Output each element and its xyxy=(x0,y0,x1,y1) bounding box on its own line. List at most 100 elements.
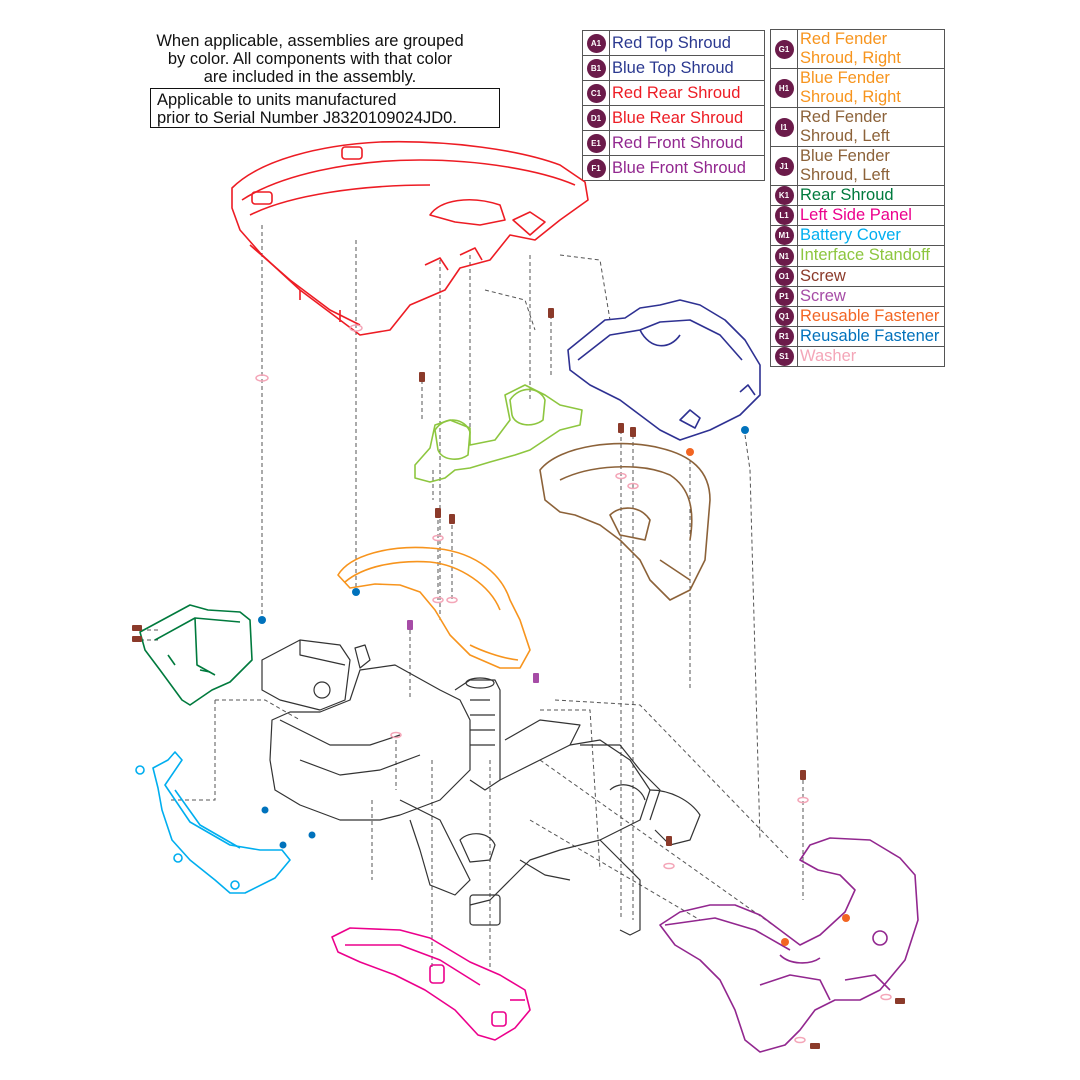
interface-standoff xyxy=(414,384,583,483)
rear-shroud xyxy=(139,604,253,706)
front-shroud xyxy=(659,837,919,1053)
reusable-fastener-q1 xyxy=(686,448,850,946)
legend-badge-cell: O1 xyxy=(770,265,798,287)
legend-badge-cell: S1 xyxy=(770,346,798,368)
legend-badge-cell: R1 xyxy=(770,325,798,348)
assembly-guide-lines xyxy=(140,225,804,970)
legend-label-cell: Red Top Shroud xyxy=(609,30,765,56)
serial-number-note: Applicable to units manufactured prior t… xyxy=(150,88,500,128)
legend-label: Shroud, Right xyxy=(800,88,901,106)
legend-label: Blue Front Shroud xyxy=(612,158,746,177)
assembly-note: When applicable, assemblies are grouped … xyxy=(130,32,490,86)
red-top-shroud xyxy=(231,140,589,336)
fender-shroud-right xyxy=(337,546,531,669)
legend-label-cell: Blue Top Shroud xyxy=(609,55,765,81)
legend-label-cell: Left Side Panel xyxy=(797,205,945,227)
legend-row: Q1 Reusable Fastener xyxy=(770,305,945,327)
legend-badge: J1 xyxy=(774,156,794,176)
serial-line: Applicable to units manufactured xyxy=(157,91,397,109)
legend-badge: L1 xyxy=(774,206,794,226)
legend-row: S1 Washer xyxy=(770,346,945,368)
screw-o1 xyxy=(132,308,905,1049)
legend-label: Blue Rear Shroud xyxy=(612,108,744,127)
note-line: When applicable, assemblies are grouped xyxy=(156,32,464,50)
legend-badge-cell: Q1 xyxy=(770,305,798,327)
legend-label: Screw xyxy=(800,286,846,305)
legend-badge: C1 xyxy=(586,83,606,103)
legend-label-cell: Reusable Fastener xyxy=(797,305,945,327)
note-line: are included in the assembly. xyxy=(203,68,417,86)
fender-shroud-left xyxy=(539,442,711,601)
reusable-fastener-r1 xyxy=(258,426,749,849)
legend-label: Battery Cover xyxy=(800,226,901,245)
legend-label: Rear Shroud xyxy=(800,186,894,205)
battery-cover xyxy=(135,751,291,894)
hardware xyxy=(132,308,905,1049)
screw-p1 xyxy=(407,620,539,683)
legend-label-cell: Rear Shroud xyxy=(797,184,945,207)
legend-label: Blue Top Shroud xyxy=(612,58,734,77)
blue-rear-shroud xyxy=(567,299,761,441)
legend-badge: B1 xyxy=(586,58,606,78)
legend-label: Reusable Fastener xyxy=(800,327,940,346)
legend-label: Reusable Fastener xyxy=(800,306,940,325)
left-side-panel xyxy=(331,927,531,1041)
legend-label: Blue Fender xyxy=(800,147,890,165)
chassis-frame xyxy=(261,639,701,936)
note-line: by color. All components with that color xyxy=(167,50,453,68)
legend-label-cell: Interface Standoff xyxy=(797,245,945,267)
legend-badge-cell: P1 xyxy=(770,285,798,307)
legend-label-cell: Battery Cover xyxy=(797,225,945,247)
legend-label-cell: Red Front Shroud xyxy=(609,130,765,156)
legend-badge: M1 xyxy=(774,226,794,246)
legend-badge: K1 xyxy=(774,186,794,206)
legend-label: Shroud, Left xyxy=(800,127,890,145)
legend-label-cell: Washer xyxy=(797,346,945,368)
legend-label: Blue Fender xyxy=(800,69,890,87)
legend-badge: P1 xyxy=(774,286,794,306)
legend-row: F1 Blue Front Shroud xyxy=(582,155,765,181)
legend-badge-cell: M1 xyxy=(770,225,798,247)
legend-label-cell: Blue Rear Shroud xyxy=(609,105,765,131)
legend-badge: G1 xyxy=(774,39,794,59)
legend-badge-cell: J1 xyxy=(770,146,798,186)
legend-badge-cell: L1 xyxy=(770,205,798,227)
legend-label: Red Front Shroud xyxy=(612,133,744,152)
washer-s1 xyxy=(255,324,892,1044)
legend-badge-cell: K1 xyxy=(770,184,798,207)
legend-badge: F1 xyxy=(586,158,606,178)
legend-badge: S1 xyxy=(774,347,794,367)
legend-badge: I1 xyxy=(774,117,794,137)
legend-badge: E1 xyxy=(586,133,606,153)
legend-label: Red Fender xyxy=(800,30,888,48)
serial-line: prior to Serial Number J8320109024JD0. xyxy=(157,109,457,127)
legend-badge: N1 xyxy=(774,246,794,266)
legend-label: Screw xyxy=(800,266,846,285)
legend-row: P1 Screw xyxy=(770,285,945,307)
legend-badge: H1 xyxy=(774,78,794,98)
legend-label: Red Fender xyxy=(800,108,888,126)
legend-badge: R1 xyxy=(774,327,794,347)
legend-label-cell: Red Rear Shroud xyxy=(609,80,765,106)
legend-badge-cell: C1 xyxy=(582,80,610,106)
legend-label: Shroud, Right xyxy=(800,49,901,67)
legend-label: Shroud, Left xyxy=(800,166,890,184)
legend-row: E1 Red Front Shroud xyxy=(582,130,765,156)
legend-badge: Q1 xyxy=(774,306,794,326)
legend-label: Washer xyxy=(800,347,857,366)
